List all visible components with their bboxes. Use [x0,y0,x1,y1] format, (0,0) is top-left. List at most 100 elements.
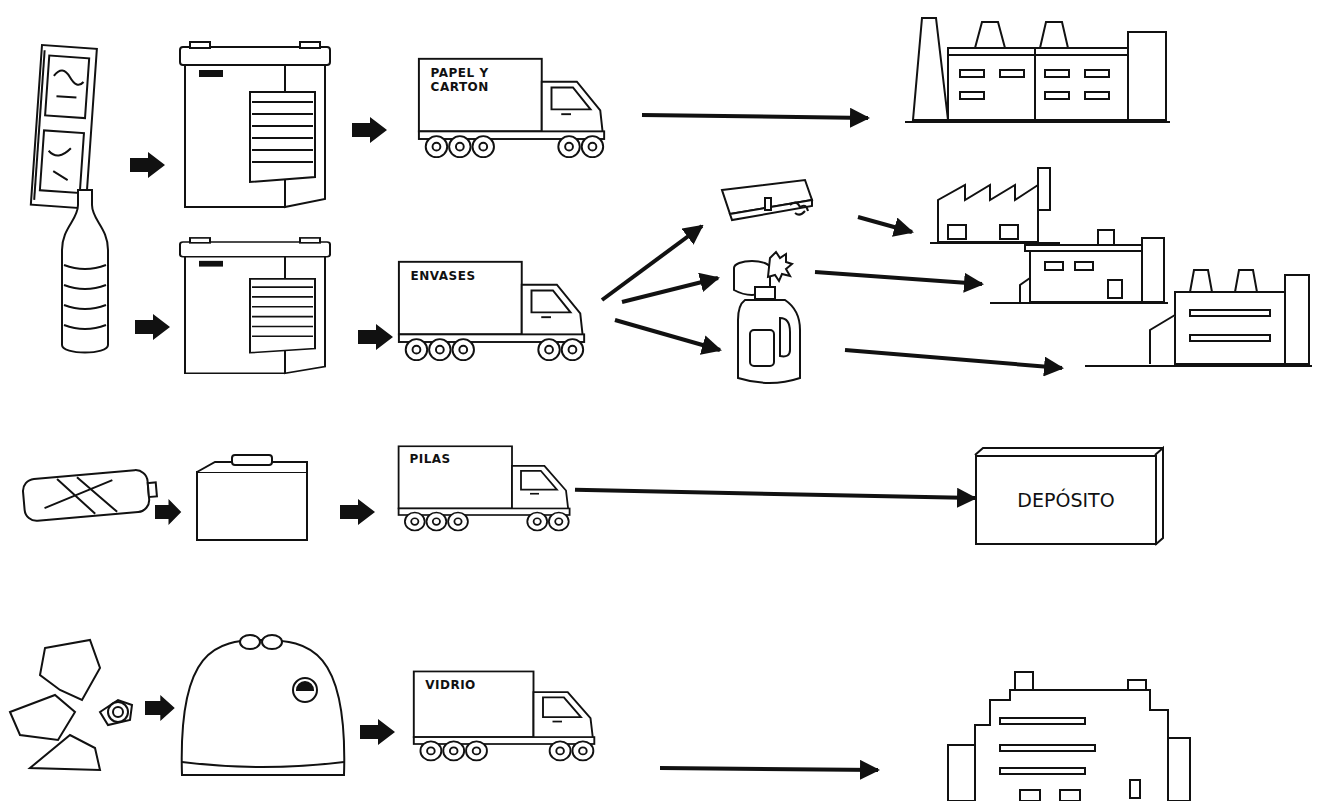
truck-part [473,747,481,754]
factory [975,22,1005,48]
broken-glass [113,707,123,717]
broken-glass [30,735,100,770]
truck-part [512,466,569,513]
factory [1000,225,1018,239]
battery [42,474,117,518]
truck-part [449,136,470,157]
split-arrow [602,226,702,300]
factory [1175,292,1285,364]
truck-part [466,741,487,760]
truck-part [549,513,569,531]
detergent-jug [738,300,800,383]
deposit-box: DEPÓSITO [975,455,1157,545]
factory [1235,270,1257,292]
truck-part [550,741,571,760]
factory [1020,790,1040,801]
factory [1285,275,1309,364]
truck-part [450,747,458,754]
factory [990,230,1168,303]
broken-glass [108,702,128,722]
drink-carton [790,202,808,214]
plastic-bottle [62,190,108,353]
truck-part [443,741,464,760]
magazine [31,45,97,208]
truck-part [436,346,444,354]
factory [1020,278,1030,302]
battery [148,482,157,497]
factory [930,168,1060,243]
truck-part [473,136,494,157]
truck-part [521,471,557,490]
flow-arrow [130,152,165,178]
battery [22,469,150,522]
truck-part [433,143,441,151]
truck-part [545,346,553,354]
truck-part [411,518,418,525]
truck-outline [399,262,584,360]
plastic-bottle [64,265,106,329]
magazine [47,70,85,181]
truck-part [454,518,461,525]
split-arrow [622,278,718,302]
battery [22,468,158,521]
flow-arrow [155,499,181,525]
factory [948,54,1128,56]
collection-truck: ENVASES [395,258,590,363]
broken-glass [10,640,132,770]
factory [1045,92,1069,99]
battery-container [232,455,272,465]
flow-arrow [135,314,170,340]
glass-igloo [293,678,317,702]
truck-part [589,143,597,151]
battery-container [197,472,307,540]
truck-part [534,518,541,525]
truck-part [426,136,447,157]
truck-label: PAPEL Y CARTON [431,66,538,94]
magazine [34,50,44,200]
broken-glass [100,700,132,725]
truck-part [399,446,512,508]
truck-part [558,136,579,157]
node-label: DEPÓSITO [1017,489,1114,511]
detergent-jug [755,287,775,299]
split-arrow [615,320,720,350]
flow-arrow [340,499,375,525]
truck-part [532,290,571,312]
truck-part [414,671,534,737]
deposit-depth [975,448,1163,545]
detergent-jug [738,287,800,383]
truck-part [552,87,591,109]
truck-part [419,59,542,132]
collection-truck: PAPEL Y CARTON [415,55,610,160]
flow-arrow [660,768,878,770]
factory [975,690,1168,801]
truck-part [572,741,593,760]
truck-part [448,513,468,531]
factory [1000,745,1095,751]
factory [1085,92,1109,99]
drink-carton [765,198,771,210]
glass-igloo [240,635,260,649]
factory [1030,250,1145,302]
truck-label: PILAS [409,452,508,466]
factory [948,48,1128,120]
glass-igloo [182,762,344,767]
battery-container [197,455,307,540]
flow-arrow [815,272,982,284]
truck-part [561,113,571,115]
factory [1085,270,1312,366]
factory [1142,238,1164,302]
truck-part [405,513,425,531]
truck-part [565,143,573,151]
detergent-jug [780,318,790,356]
factory [1045,262,1063,270]
factory [1000,70,1024,77]
drink-carton [722,180,812,220]
factory [1168,738,1190,801]
factory [1025,245,1150,251]
factory [960,70,984,77]
plastic-bottle [62,190,108,353]
truck-outline [399,446,570,530]
factory [1128,32,1166,120]
